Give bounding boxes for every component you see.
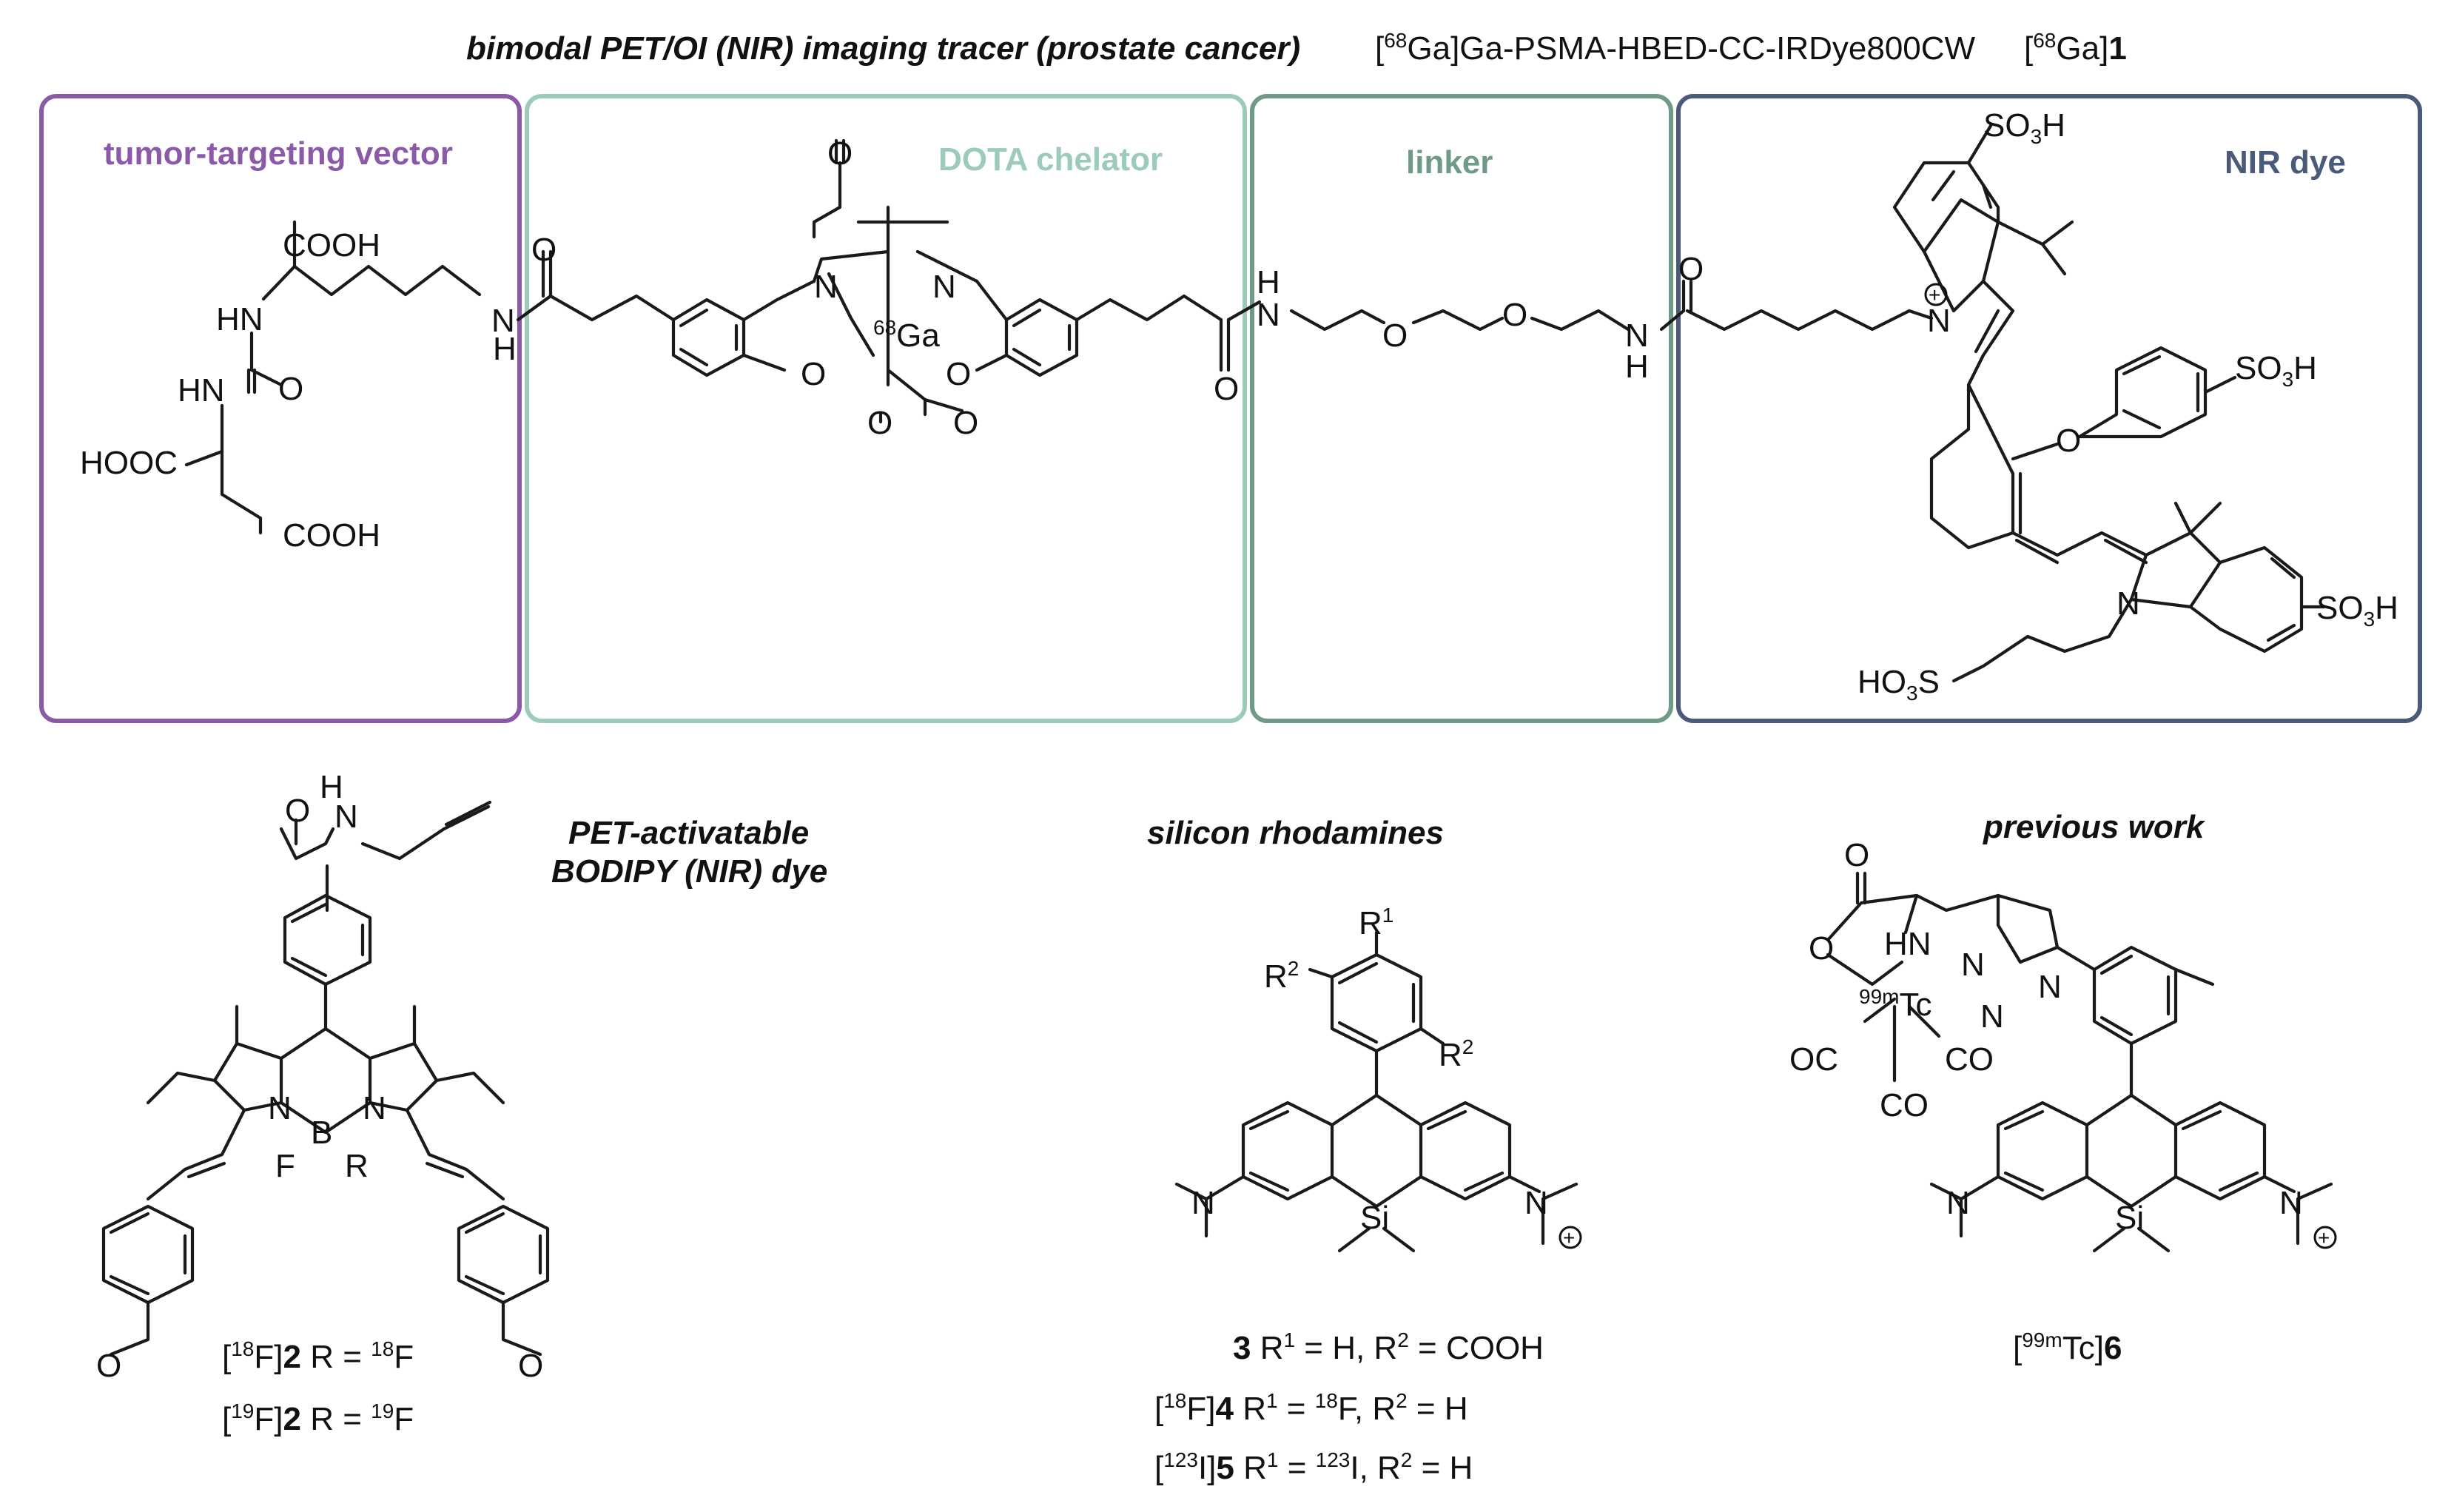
bodipy-caption-2: [19F]2 R = 19F [222, 1400, 414, 1437]
atom-o-chel-7: O [1214, 371, 1239, 407]
tc-complex-structure: O O HN N N N 99mTc OC CO CO N Si N + [1789, 837, 2337, 1253]
bodipy-title-line2: BODIPY (NIR) dye [551, 853, 827, 890]
atom-si-tc: Si [2115, 1200, 2144, 1236]
panel-vector-box [39, 94, 522, 723]
atom-o-chel-6: O [953, 405, 978, 441]
atom-b: B [311, 1115, 332, 1151]
atom-n-bodipy-1: N [268, 1090, 292, 1126]
atom-hn-2: HN [178, 372, 225, 409]
bodipy-structure: O H N N N B F R O O [96, 769, 550, 1384]
atom-r2-b: R2 [1439, 1035, 1473, 1073]
atom-cooh-2: COOH [283, 517, 380, 554]
panel-chelator-box [525, 94, 1247, 723]
psma-vector-structure: COOH HN O HN HOOC COOH N H [80, 220, 517, 554]
atom-n-tc-2: N [2279, 1185, 2303, 1221]
atom-so3h-3: SO3H [2316, 590, 2398, 631]
atom-n-linker-2: N [1625, 317, 1649, 354]
title-compound-label: [68Ga]1 [2024, 29, 2127, 67]
prev-work-caption: [99mTc]6 [2013, 1328, 2122, 1366]
atom-ho3s: HO3S [1857, 664, 1940, 705]
title-compound-name: [68Ga]Ga-PSMA-HBED-CC-IRDye800CW [1375, 29, 1976, 67]
atom-cooh: COOH [283, 227, 380, 263]
atom-o-tc-2: O [1809, 930, 1834, 967]
atom-n-tz-1: N [1961, 947, 1985, 983]
atom-n-tc-1: N [1946, 1185, 1970, 1221]
atom-co-1: CO [1945, 1041, 1994, 1078]
panel-dye-label: NIR dye [2225, 144, 2346, 181]
chelator-structure: O O N N 68Ga O O O O O [516, 135, 1239, 441]
atom-o-tc-1: O [1844, 837, 1869, 873]
panel-chelator-label: DOTA chelator [938, 141, 1163, 178]
atom-o-dye-1: O [1678, 251, 1704, 287]
atom-o-chel-1: O [531, 232, 557, 268]
panel-linker-label: linker [1406, 144, 1493, 181]
atom-n-chel-2: N [932, 269, 956, 305]
atom-o-urea: O [278, 371, 303, 407]
atom-co-2: CO [1880, 1087, 1929, 1123]
atom-si: Si [1360, 1200, 1389, 1236]
atom-so3h-1: SO3H [1983, 107, 2065, 148]
atom-hn-1: HN [216, 301, 263, 337]
atom-so3h-2: SO3H [2235, 350, 2317, 391]
atom-r2-a: R2 [1264, 957, 1299, 995]
atom-h-linker-1: H [1257, 264, 1280, 300]
bodipy-caption-1: [18F]2 R = 18F [222, 1337, 414, 1375]
atom-o-chel-3: O [801, 356, 826, 392]
panel-vector-label: tumor-targeting vector [104, 135, 453, 172]
atom-n-bodipy-amide: N [334, 799, 358, 835]
atom-f: F [275, 1148, 295, 1184]
si-caption-3: [123I]5 R1 = 123I, R2 = H [1154, 1448, 1473, 1486]
atom-n-dye-1: N [1927, 303, 1951, 339]
atom-o-linker-2: O [1502, 297, 1527, 333]
atom-n-tz-2: N [1980, 998, 2004, 1035]
atom-o-chel-2: O [827, 135, 853, 172]
atom-n-chel-1: N [814, 269, 838, 305]
atom-o-bodipy: O [285, 793, 310, 829]
atom-n-tz-3: N [2038, 969, 2062, 1005]
atom-o-anisyl-2: O [518, 1348, 543, 1384]
atom-n-si-1: N [1191, 1185, 1215, 1221]
atom-n-bodipy-2: N [363, 1090, 386, 1126]
atom-h-linker-2: H [1625, 349, 1649, 385]
atom-n-amide: N [491, 303, 515, 339]
atom-ga: 68Ga [873, 316, 940, 354]
atom-plus-tc: + [2318, 1226, 2330, 1249]
atom-hooc: HOOC [80, 445, 178, 481]
atom-o-chel-4: O [946, 356, 971, 392]
figure-title: bimodal PET/OI (NIR) imaging tracer (pro… [466, 29, 2127, 67]
bodipy-title-line1: PET-activatable [568, 815, 809, 851]
atom-plus-dye: + [1929, 283, 1940, 306]
atom-o-chel-5: O [867, 405, 892, 441]
prev-work-title: previous work [1983, 809, 2206, 845]
atom-n-si-2: N [1524, 1185, 1548, 1221]
linker-structure: H N O O N H [1226, 264, 1686, 385]
si-caption-2: [18F]4 R1 = 18F, R2 = H [1154, 1389, 1468, 1427]
atom-plus-si: + [1563, 1226, 1575, 1249]
si-rhodamine-title: silicon rhodamines [1147, 815, 1444, 851]
si-rhodamine-structure: R1 R2 R2 N Si N + [1174, 904, 1582, 1253]
atom-h-bodipy: H [320, 769, 343, 805]
nir-dye-structure: + O N SO3H O SO3H N SO3H HO3S [1678, 107, 2398, 705]
panel-linker-box [1250, 94, 1673, 723]
atom-r1: R1 [1359, 904, 1393, 941]
atom-tc: 99mTc [1859, 985, 1931, 1023]
atom-h-amide: H [493, 331, 517, 367]
title-main: bimodal PET/OI (NIR) imaging tracer (pro… [466, 30, 1300, 67]
panel-dye-box [1676, 94, 2422, 723]
atom-r-bodipy: R [345, 1148, 369, 1184]
atom-n-dye-2: N [2117, 585, 2140, 622]
atom-n-linker-1: N [1257, 297, 1280, 333]
atom-o-dye-2: O [2056, 423, 2081, 459]
atom-o-linker-1: O [1382, 317, 1408, 354]
atom-hn-tc: HN [1884, 926, 1931, 962]
atom-o-anisyl-1: O [96, 1348, 121, 1384]
atom-oc: OC [1789, 1041, 1838, 1078]
si-caption-1: 3 R1 = H, R2 = COOH [1233, 1328, 1544, 1366]
